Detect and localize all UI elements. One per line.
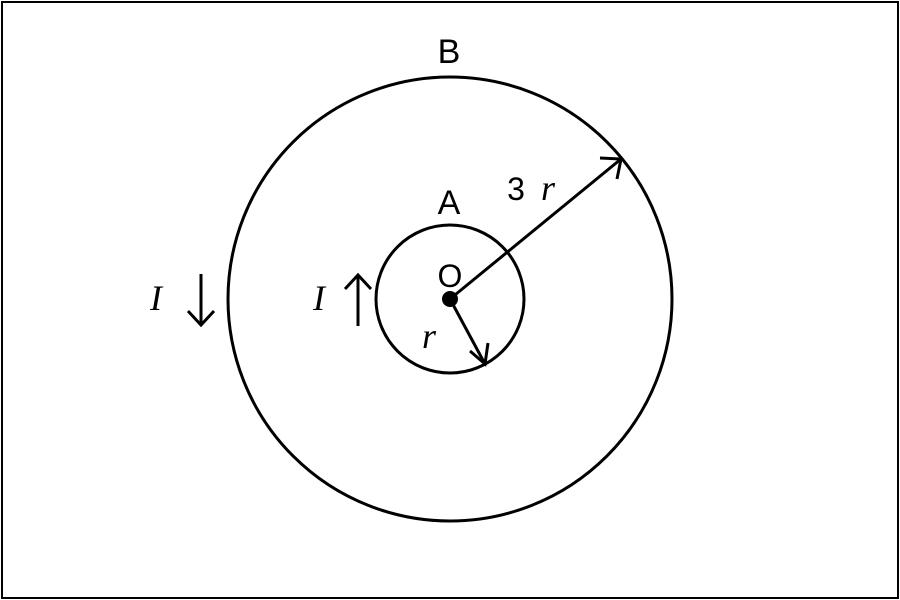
outer-radius-symbol: r	[541, 168, 556, 208]
outer-loop-label: B	[438, 33, 461, 71]
inner-current-label: I	[312, 278, 327, 318]
inner-current-arrow-up	[343, 272, 373, 326]
inner-loop-label: A	[438, 184, 461, 222]
inner-radius-label: r	[422, 316, 437, 356]
outer-loop-b	[226, 75, 674, 523]
outer-current-label: I	[149, 278, 164, 318]
inner-radius-arrow	[448, 298, 490, 367]
outer-radius-coefficient: 3	[507, 171, 525, 207]
outer-current-arrow-down	[186, 274, 216, 328]
center-label: O	[438, 258, 463, 294]
inner-loop-a	[374, 223, 526, 375]
outer-radius-arrow	[449, 156, 623, 301]
